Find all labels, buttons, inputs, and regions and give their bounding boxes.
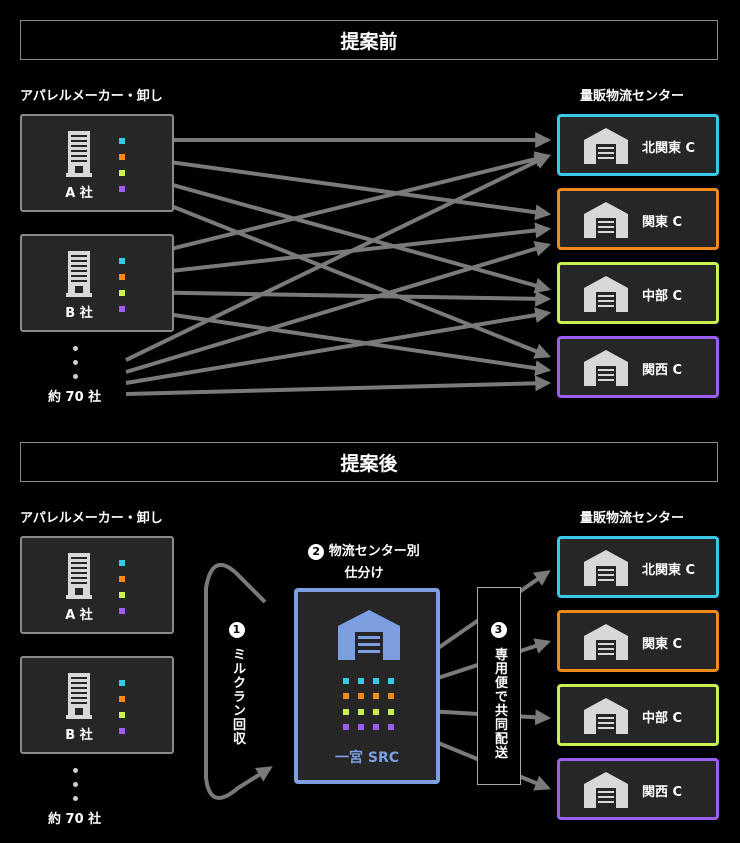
maker-b-before: B 社	[20, 234, 174, 332]
arrow-b-hokkanto	[125, 151, 552, 262]
arrow-others-kansai	[125, 375, 552, 396]
purple-dot	[119, 608, 125, 614]
warehouse-icon	[338, 610, 400, 660]
building-icon	[66, 553, 92, 599]
center-label: 北関東 C	[642, 141, 696, 156]
orange-dot	[119, 696, 125, 702]
step2-text-line1: 物流センター別	[328, 544, 420, 559]
center-kanto-after: 関東 C	[557, 610, 719, 672]
center-label: 関東 C	[642, 637, 683, 652]
center-label: 中部 C	[642, 289, 683, 304]
after-banner: 提案後	[20, 442, 718, 482]
center-hokkanto-before: 北関東 C	[557, 114, 719, 176]
before-makers-heading: アパレルメーカー・卸し	[20, 89, 163, 104]
maker-label: A 社	[65, 186, 93, 201]
step3-label: 3 専用便で共同配送	[490, 622, 509, 760]
cyan-dot	[119, 680, 125, 686]
lime-dot	[119, 170, 125, 176]
step1-number-icon: 1	[229, 622, 245, 638]
before-arrow-group	[125, 132, 552, 396]
step3-text: 専用便で共同配送	[492, 647, 507, 760]
milk-run-arrow	[204, 562, 273, 800]
arrow-b-kanto	[125, 222, 552, 278]
arrow-a-chubu	[125, 170, 552, 294]
arrow-others-hokkanto	[125, 154, 551, 362]
step2-number-icon: 2	[308, 544, 325, 560]
lime-dot	[119, 290, 125, 296]
arrow-b-chubu	[125, 290, 552, 307]
center-chubu-before: 中部 C	[557, 262, 719, 324]
center-label: 関東 C	[642, 215, 683, 230]
center-label: 北関東 C	[642, 563, 696, 578]
before-centers-heading: 量販物流センター	[580, 89, 685, 104]
hub-label: 一宮 SRC	[334, 750, 399, 766]
warehouse-icon	[584, 128, 628, 164]
step1-label: 1 ミルクラン回収	[228, 622, 247, 746]
others-count: 約 70 社	[48, 390, 102, 405]
before-banner: 提案前	[20, 20, 718, 60]
hub-src: 一宮 SRC	[294, 588, 440, 784]
maker-a-before: A 社	[20, 114, 174, 212]
warehouse-icon	[584, 550, 628, 586]
purple-dot	[119, 728, 125, 734]
orange-dot	[119, 576, 125, 582]
arrow-a-kansai	[125, 186, 551, 359]
building-icon	[66, 673, 92, 719]
building-icon	[66, 131, 92, 177]
cyan-dot	[119, 138, 125, 144]
orange-dot	[119, 274, 125, 280]
arrow-a-kanto	[125, 154, 552, 221]
center-label: 中部 C	[642, 711, 683, 726]
maker-b-after: B 社	[20, 656, 174, 754]
warehouse-icon	[584, 772, 628, 808]
step2-text-line2: 仕分け	[344, 566, 384, 581]
center-kanto-before: 関東 C	[557, 188, 719, 250]
warehouse-icon	[584, 276, 628, 312]
maker-label: B 社	[65, 728, 93, 743]
center-hokkanto-after: 北関東 C	[557, 536, 719, 598]
cyan-dot	[119, 258, 125, 264]
purple-dot	[119, 186, 125, 192]
center-chubu-after: 中部 C	[557, 684, 719, 746]
center-label: 関西 C	[642, 363, 683, 378]
center-kansai-after: 関西 C	[557, 758, 719, 820]
purple-dot	[119, 306, 125, 312]
orange-dot	[119, 154, 125, 160]
warehouse-icon	[584, 350, 628, 386]
maker-a-after: A 社	[20, 536, 174, 634]
after-makers-heading: アパレルメーカー・卸し	[20, 511, 163, 526]
maker-label: B 社	[65, 306, 93, 321]
center-label: 関西 C	[642, 785, 683, 800]
lime-dot	[119, 712, 125, 718]
arrow-b-kansai	[125, 306, 552, 377]
cyan-dot	[119, 560, 125, 566]
step3-box: 3 専用便で共同配送	[477, 587, 521, 785]
step1-text: ミルクラン回収	[230, 647, 245, 746]
warehouse-icon	[584, 698, 628, 734]
maker-label: A 社	[65, 608, 93, 623]
step3-number-icon: 3	[491, 622, 507, 638]
building-icon	[66, 251, 92, 297]
warehouse-icon	[584, 202, 628, 238]
warehouse-icon	[584, 624, 628, 660]
lime-dot	[119, 592, 125, 598]
after-centers-heading: 量販物流センター	[580, 511, 685, 526]
center-kansai-before: 関西 C	[557, 336, 719, 398]
arrow-others-chubu	[125, 307, 552, 385]
others-count: 約 70 社	[48, 812, 102, 827]
step2-label: 2 物流センター別 仕分け	[300, 540, 428, 581]
arrow-others-kanto	[125, 241, 552, 374]
